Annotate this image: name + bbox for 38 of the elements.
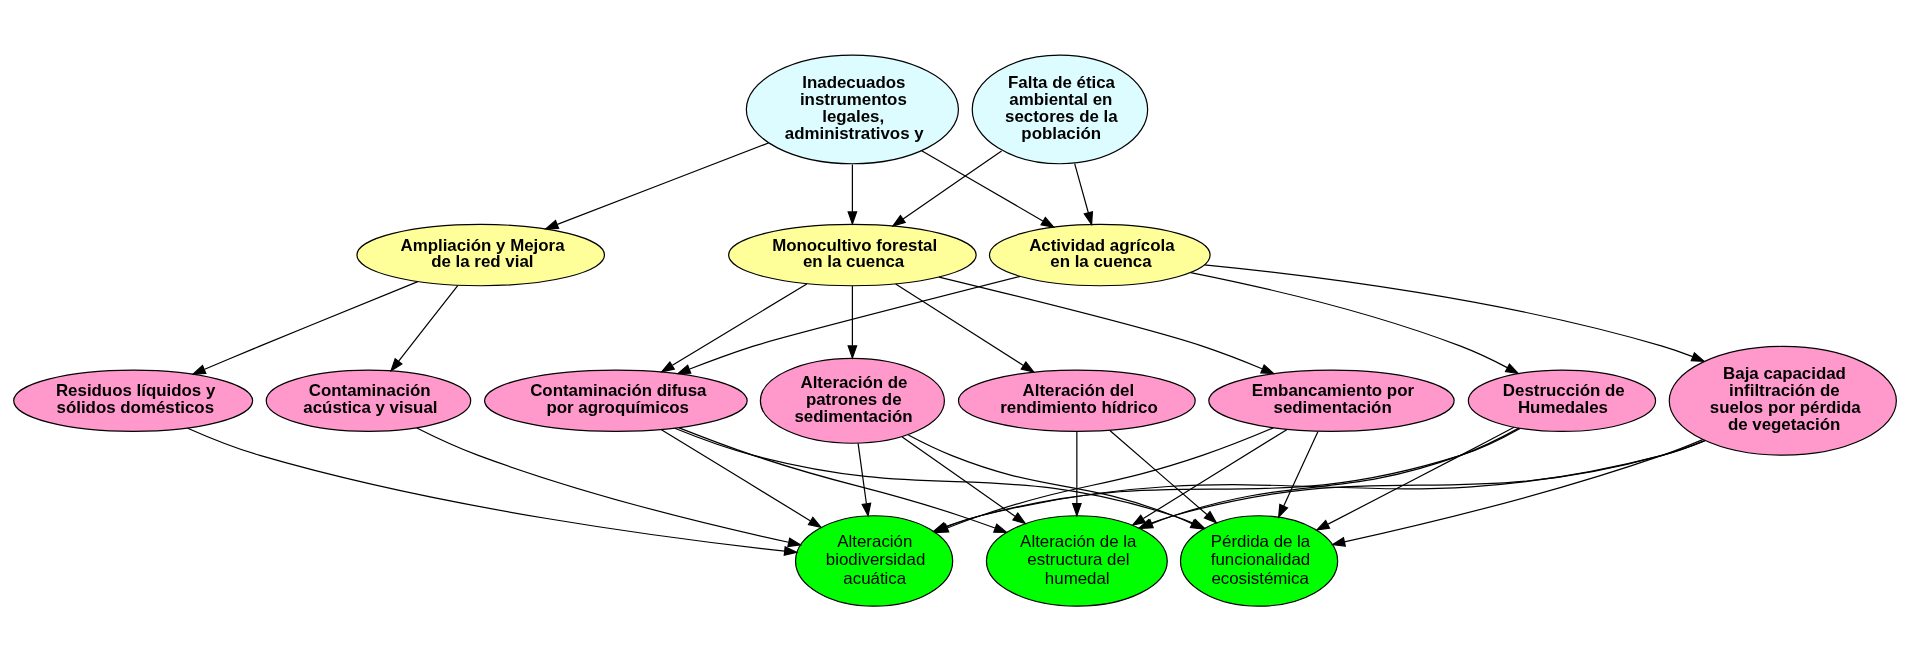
arrow	[1109, 429, 1218, 524]
arrow	[416, 427, 803, 548]
arrow	[921, 150, 1056, 229]
arrow	[1315, 426, 1515, 531]
arrow	[857, 442, 872, 518]
arrow	[191, 281, 419, 375]
node-ellipse: Alteración del rendimiento hídrico	[957, 369, 1196, 433]
arrow	[901, 436, 1027, 525]
arrow	[389, 285, 459, 373]
arrow	[1203, 264, 1706, 362]
arrow	[847, 163, 858, 226]
node-ellipse: Destrucción de Humedales	[1467, 369, 1657, 433]
node-ellipse: Embancamiento por sedimentación	[1208, 369, 1455, 433]
node-ellipse: Contaminación difusa por agroquímicos	[483, 369, 748, 433]
arrow	[895, 283, 1036, 373]
node-ellipse: Actividad agrícola en la cuenca	[988, 223, 1211, 287]
arrow	[1131, 428, 1288, 527]
node-ellipse: Ampliación y Mejora de la red vial	[356, 223, 606, 287]
arrow	[1277, 431, 1319, 519]
node-ellipse: Inadecuados instrumentos legales, administrativos y	[745, 54, 960, 165]
arrow	[544, 142, 770, 230]
node-ellipse: Baja capacidad infiltración de suelos por pérdida de vegetación	[1668, 345, 1897, 456]
node-ellipse: Contaminación acústica y visual	[265, 369, 472, 433]
arrow	[676, 275, 1021, 375]
node-ellipse: Alteración de patrones de sedimentación	[759, 357, 945, 444]
arrow	[1071, 431, 1082, 518]
arrow	[660, 429, 823, 529]
arrow	[187, 427, 799, 557]
arrow	[938, 276, 1276, 375]
node-ellipse: Residuos líquidos y sólidos domésticos	[13, 369, 254, 433]
arrow	[1074, 162, 1094, 227]
arrow	[1330, 439, 1704, 547]
node-ellipse: Monocultivo forestal en la cuenca	[728, 223, 977, 287]
arrow	[660, 283, 808, 373]
arrow	[891, 150, 1003, 227]
arrow	[1189, 272, 1520, 375]
arrow	[847, 285, 858, 360]
node-ellipse: Falta de ética ambiental en sectores de la población	[971, 54, 1149, 165]
